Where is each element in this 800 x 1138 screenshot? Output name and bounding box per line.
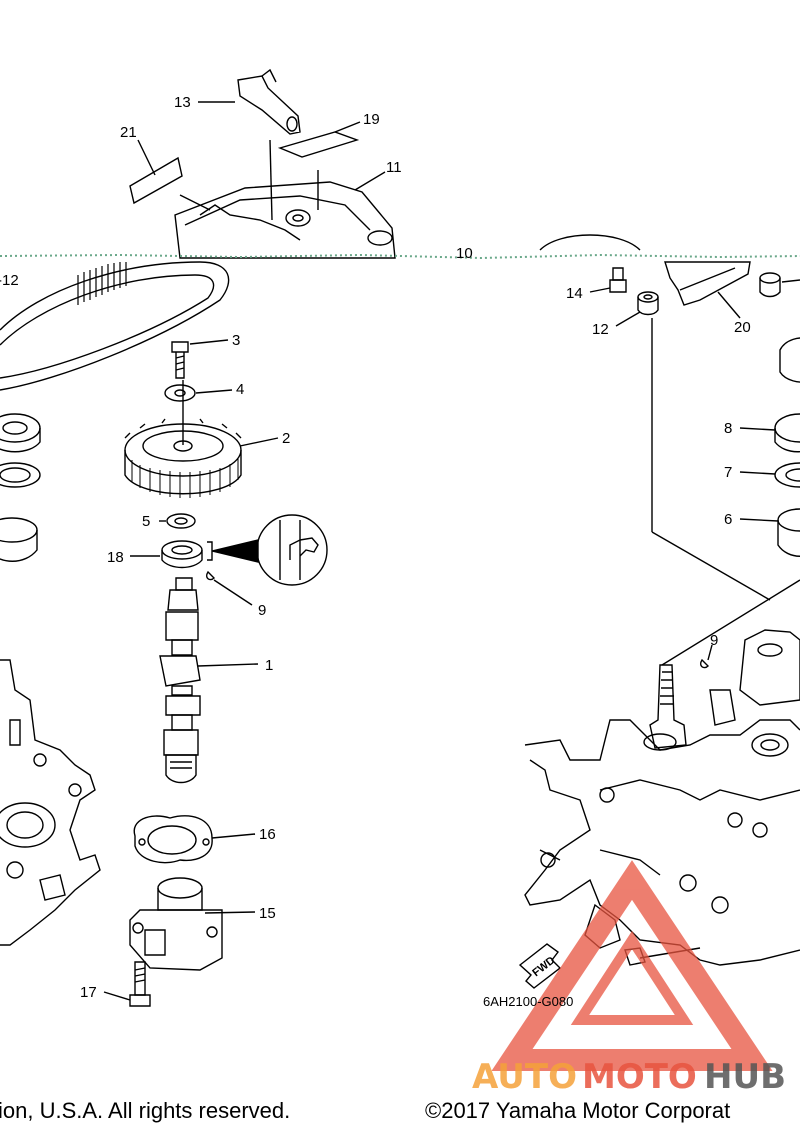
bolt-part-17: [129, 961, 151, 1007]
key-part-9: [205, 570, 215, 581]
footer-copyright-left: ion, U.S.A. All rights reserved.: [0, 1098, 291, 1123]
gasket-part-16: [133, 815, 213, 864]
callout-3: 3: [232, 332, 240, 349]
timing-belt: [0, 261, 230, 391]
callout-10-partial: 10: [456, 245, 473, 262]
watermark-text: AUTO MOTO HUB: [472, 1057, 786, 1097]
callout-4: 4: [236, 381, 244, 398]
label-part-21: [129, 156, 183, 205]
callout-2: 2: [282, 430, 290, 447]
callout-15: 15: [259, 905, 276, 922]
seal-detail-inset: [256, 514, 328, 586]
callout-labels: 1 2 3 4 5 6 7 8 9 9 11 12 -12 13 14 15 1…: [0, 94, 751, 1001]
oil-seal-part-18: [161, 540, 203, 569]
left-engine-block-partial: [0, 659, 101, 946]
callout-12-partial: -12: [0, 272, 19, 289]
camshaft-part-1: [159, 577, 201, 784]
callout-17: 17: [80, 984, 97, 1001]
diagram-code: 6AH2100-G080: [483, 994, 573, 1009]
callout-14: 14: [566, 285, 583, 302]
watermark-text-hub: HUB: [704, 1057, 786, 1097]
bolt-part-14: [609, 267, 627, 293]
callout-16: 16: [259, 826, 276, 843]
washer-part-4: [164, 384, 196, 402]
callout-6: 6: [724, 511, 732, 528]
callout-7: 7: [724, 464, 732, 481]
callout-19: 19: [363, 111, 380, 128]
watermark-text-auto: AUTO: [472, 1057, 577, 1097]
scan-fold-line: [0, 253, 800, 260]
oil-pump-part-15: [129, 877, 223, 971]
watermark-logo: [491, 860, 773, 1071]
key-part-9-right: [699, 658, 709, 669]
callout-9: 9: [258, 602, 266, 619]
bracket-part-20: [664, 261, 751, 306]
label-part-19: [277, 131, 360, 158]
bolt-part-3: [171, 341, 189, 379]
right-partial-parts: [774, 337, 800, 557]
callout-18: 18: [107, 549, 124, 566]
callout-12: 12: [592, 321, 609, 338]
callout-9-right: 9: [710, 632, 718, 649]
callout-20: 20: [734, 319, 751, 336]
timing-belt-cover: [174, 181, 396, 259]
gasket-ring-partial: [539, 234, 641, 251]
left-partial-parts: [0, 413, 41, 562]
grommet-part-12: [637, 291, 659, 316]
callout-21: 21: [120, 124, 137, 141]
callout-1: 1: [265, 657, 273, 674]
bracket-part-13: [237, 68, 301, 135]
callout-5: 5: [142, 513, 150, 530]
callout-13: 13: [174, 94, 191, 111]
callout-8: 8: [724, 420, 732, 437]
grommet-partial-right: [759, 272, 800, 298]
callout-11: 11: [386, 159, 402, 176]
forward-arrow-icon: [518, 943, 562, 989]
footer-copyright-right: ©2017 Yamaha Motor Corporat: [425, 1098, 731, 1123]
washer-part-5: [166, 513, 196, 529]
watermark-text-moto: MOTO: [582, 1057, 697, 1097]
